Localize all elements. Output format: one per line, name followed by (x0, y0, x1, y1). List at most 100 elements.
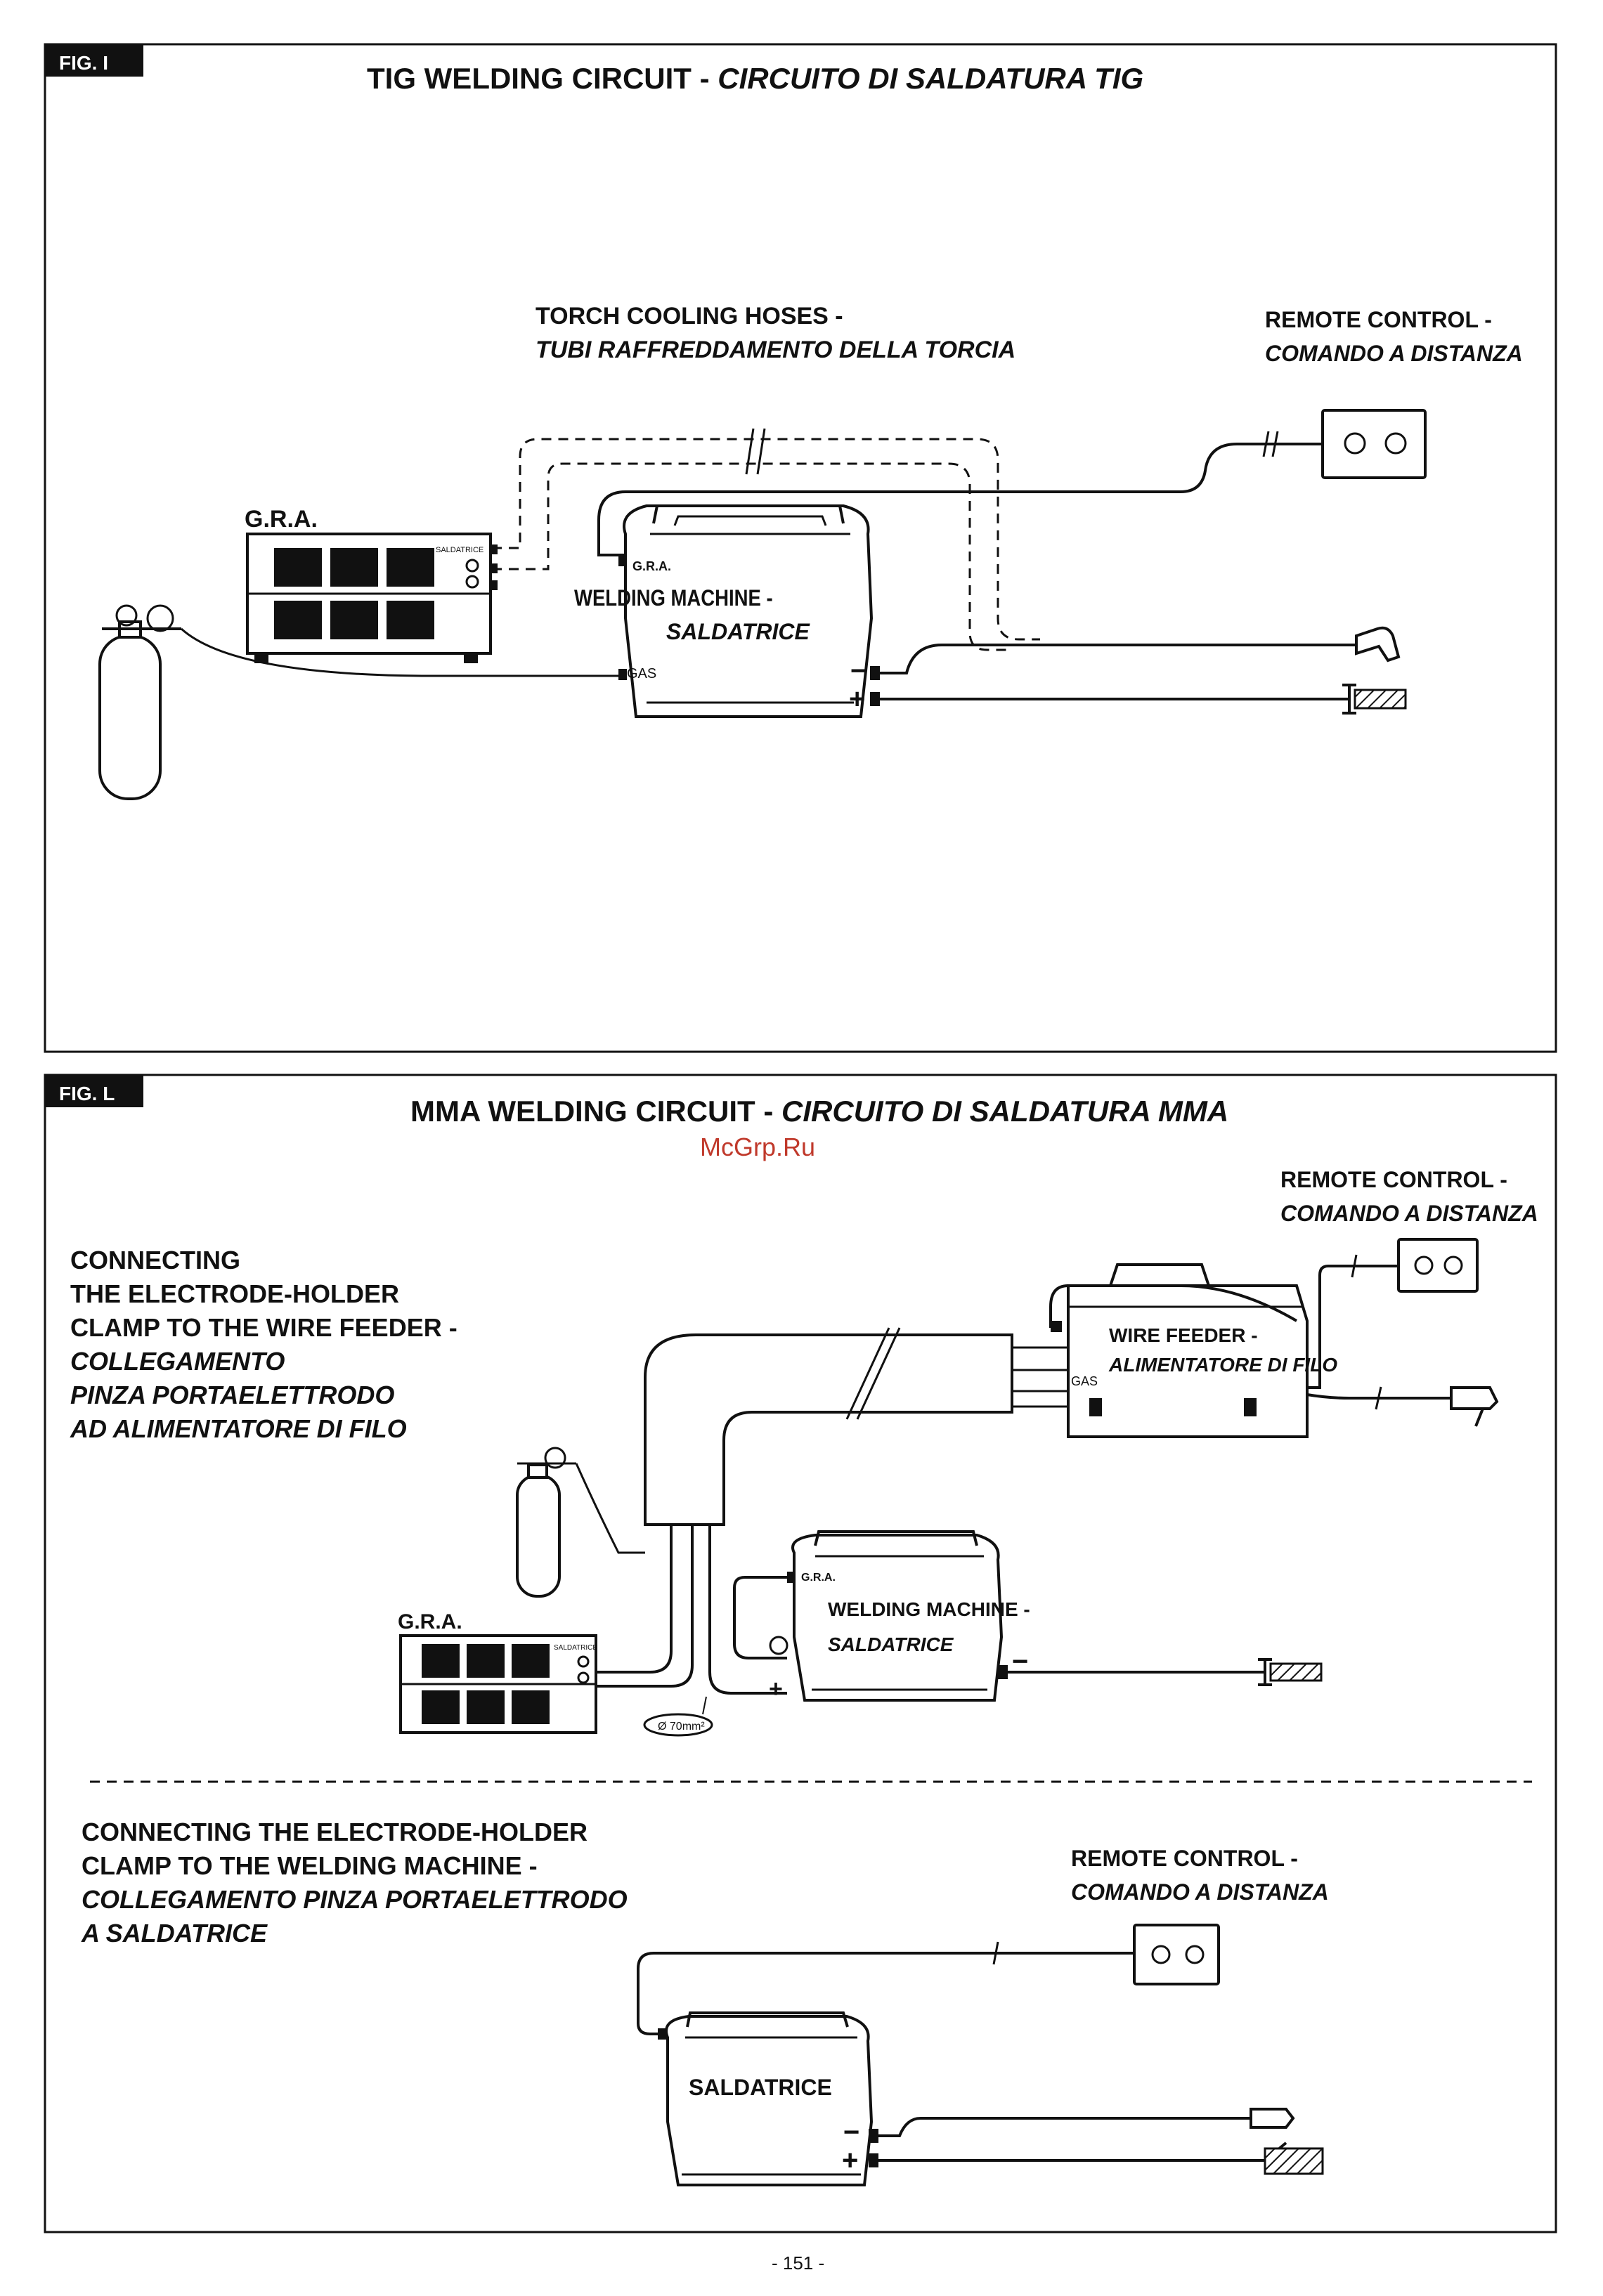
remote-knob-icon (1384, 432, 1407, 455)
fig-l2-electrode-holder-icon (1250, 2108, 1295, 2129)
cooling-hose-outer (492, 438, 1040, 641)
fig-l-remote-control (1397, 1238, 1479, 1293)
torch-cooling-label-it: TUBI RAFFREDDAMENTO DELLA TORCIA (536, 337, 1015, 363)
fig-l-tag-box (45, 1075, 143, 1107)
feeder-electrode-cable (1306, 1393, 1451, 1400)
fig-i-gas-cylinder (98, 604, 181, 800)
cooling-hose-inner (492, 462, 1012, 651)
remote-knob-icon (1443, 1255, 1463, 1275)
fig-i-gas-hose (180, 627, 618, 677)
remote-knob-icon (1151, 1945, 1171, 1964)
m-heading-line3: COLLEGAMENTO PINZA PORTAELETTRODO (82, 1885, 628, 1914)
electrode-holder-icon (1450, 1386, 1499, 1427)
fig-l-gas-cylinder (516, 1447, 576, 1598)
wf-heading-line6: AD ALIMENTATORE DI FILO (70, 1414, 407, 1443)
fig-i-title: TIG WELDING CIRCUIT - CIRCUITO DI SALDAT… (367, 62, 1143, 95)
fig-l-welding-machine: G.R.A. WELDING MACHINE - SALDATRICE + − (769, 1530, 1030, 1702)
fig-i-machine-gas: GAS (627, 666, 656, 681)
fig-l-remote2-label-en: REMOTE CONTROL - (1071, 1846, 1298, 1871)
cable-diameter-tag (643, 1713, 713, 1737)
remote-knob-icon (1185, 1945, 1205, 1964)
feeder-gas: GAS (1071, 1374, 1098, 1388)
fig-l-plus-terminal: + (769, 1676, 783, 1702)
fig-l-remote-label-en: REMOTE CONTROL - (1280, 1167, 1507, 1192)
fig-i-machine-port-gra: G.R.A. (632, 559, 671, 573)
feeder-label-it: ALIMENTATORE DI FILO (1108, 1354, 1337, 1376)
fig-l-remote-label-it: COMANDO A DISTANZA (1280, 1201, 1538, 1226)
cable-diameter-text: Ø 70mm² (658, 1721, 705, 1733)
m-heading-line4: A SALDATRICE (81, 1919, 268, 1948)
fig-i-welding-machine: G.R.A. WELDING MACHINE - SALDATRICE GAS … (574, 504, 880, 718)
fig-l-title-en: MMA WELDING CIRCUIT - (410, 1095, 781, 1128)
fig-l2-minus-terminal: − (843, 2117, 859, 2148)
fig-l-remote-cable (1307, 1265, 1398, 1389)
fig-i-frame (44, 43, 1557, 1053)
fig-i-remote-control (1321, 409, 1427, 479)
machine-heading: CONNECTING THE ELECTRODE-HOLDER CLAMP TO… (81, 1818, 628, 1948)
fig-i-plus-terminal: + (849, 684, 865, 715)
page-number: - 151 - (772, 2252, 824, 2274)
watermark: McGrp.Ru (700, 1133, 815, 1161)
fig-i-title-it: CIRCUITO DI SALDATURA TIG (718, 62, 1143, 95)
fig-l2-earth-clamp-icon (1264, 2141, 1324, 2175)
wf-heading-line1: CONNECTING (70, 1246, 240, 1274)
fig-i-minus-terminal: − (850, 655, 867, 686)
remote-knob-icon (1344, 432, 1366, 455)
fig-i-title-en: TIG WELDING CIRCUIT - (367, 62, 718, 95)
saldatrice-label: SALDATRICE (689, 2075, 832, 2100)
fig-i-gra-unit-text: SALDATRICE (436, 546, 484, 554)
wf-heading-line3: CLAMP TO THE WIRE FEEDER - (70, 1313, 457, 1342)
wf-heading-line5: PINZA PORTAELETTRODO (70, 1381, 394, 1409)
regulator-gauge-icon (544, 1447, 566, 1469)
fig-i-tag: FIG. I (59, 52, 108, 74)
wire-feeder-heading: CONNECTING THE ELECTRODE-HOLDER CLAMP TO… (70, 1246, 457, 1443)
fig-l-machine-port-gra: G.R.A. (801, 1572, 836, 1584)
fig-l-panel: FIG. L MMA WELDING CIRCUIT - CIRCUITO DI… (44, 1074, 1557, 2233)
fig-l-frame (44, 1074, 1557, 2233)
fig-i-panel: FIG. I TIG WELDING CIRCUIT - CIRCUITO DI… (44, 43, 1557, 1053)
fig-l-remote2-cable (637, 1952, 1134, 2035)
fig-l-machine-label-it: SALDATRICE (828, 1633, 954, 1655)
bundle-cable-a (597, 1525, 673, 1674)
tig-torch-icon (1355, 626, 1401, 663)
fig-l2-plus-terminal: + (842, 2145, 858, 2176)
bundle-cable-c (708, 1525, 787, 1695)
fig-l-minus-terminal: − (1012, 1646, 1028, 1677)
fig-l-gra-cable (733, 1576, 787, 1659)
m-heading-line1: CONNECTING THE ELECTRODE-HOLDER (82, 1818, 588, 1846)
fig-l-tag: FIG. L (59, 1083, 115, 1104)
fig-l2-electrode-cable (878, 2117, 1251, 2137)
fig-i-machine-label-en: WELDING MACHINE - (574, 586, 773, 611)
regulator-gauge-icon (146, 604, 174, 632)
m-heading-line2: CLAMP TO THE WELDING MACHINE - (82, 1851, 538, 1880)
fig-i-torch-cable (880, 644, 1356, 674)
fig-i-remote-cable (597, 443, 1323, 556)
fig-l-gra-unit-text: SALDATRICE (554, 1644, 597, 1652)
bundle-cable-b (597, 1525, 694, 1688)
fig-i-earth-clamp-icon (1342, 684, 1407, 715)
wire-feeder: WIRE FEEDER - ALIMENTATORE DI FILO GAS (1049, 1263, 1337, 1438)
wf-heading-line2: THE ELECTRODE-HOLDER (70, 1279, 399, 1308)
fig-i-gra-label: G.R.A. (245, 506, 318, 533)
fig-i-tag-box (45, 44, 143, 77)
fig-l-saldatrice: SALDATRICE − + (658, 2011, 878, 2186)
fig-i-remote-label-it: COMANDO A DISTANZA (1265, 341, 1523, 366)
wf-heading-line4: COLLEGAMENTO (70, 1347, 285, 1376)
cable-bundle (644, 1333, 1013, 1526)
fig-l-title-it: CIRCUITO DI SALDATURA MMA (781, 1095, 1228, 1128)
fig-l-gra-label: G.R.A. (398, 1610, 462, 1633)
fig-l-machine-label-en: WELDING MACHINE - (828, 1598, 1030, 1620)
fig-l-gra-unit: SALDATRICE (399, 1634, 597, 1734)
remote-knob-icon (1414, 1255, 1434, 1275)
feeder-label-en: WIRE FEEDER - (1109, 1324, 1258, 1346)
fig-l-title: MMA WELDING CIRCUIT - CIRCUITO DI SALDAT… (410, 1095, 1228, 1128)
torch-cooling-label-en: TORCH COOLING HOSES - (536, 303, 843, 330)
fig-l-remote2-control (1133, 1924, 1220, 1985)
fig-l-earth-clamp-icon (1258, 1658, 1323, 1686)
fig-l-gas-hose (575, 1463, 645, 1554)
fig-i-machine-label-it: SALDATRICE (666, 619, 811, 644)
fig-i-gra-unit: SALDATRICE (246, 533, 498, 663)
fig-i-remote-label-en: REMOTE CONTROL - (1265, 307, 1492, 332)
fig-l-remote2-label-it: COMANDO A DISTANZA (1071, 1879, 1329, 1905)
